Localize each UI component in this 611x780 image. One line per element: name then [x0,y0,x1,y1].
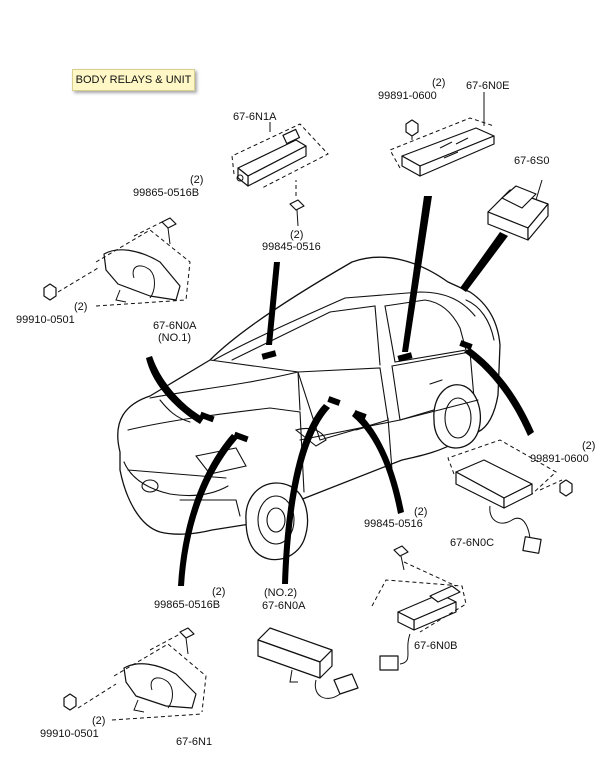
label-99845-0516-upper: 99845-0516 [262,241,321,253]
leader-n0c [464,348,534,436]
label-99910-0501-upper: 99910-0501 [16,314,75,326]
label-99891-0600-upper: 99891-0600 [378,90,437,102]
vehicle-illustration [117,256,501,561]
label-67-6n0a-no1: 67-6N0A [153,320,197,332]
label-67-6n1a: 67-6N1A [233,111,277,123]
label-99865-0516b-lower: 99865-0516B [154,599,220,611]
label-99845-0516-upper-qty: (2) [290,229,303,241]
leader-lines [146,196,534,586]
leader-n1 [178,434,238,586]
label-99910-0501-lower: 99910-0501 [40,728,99,740]
label-99865-0516b-upper: 99865-0516B [133,187,199,199]
part-67-6n0a-no1 [43,217,191,307]
label-99910-0501-lower-qty: (2) [92,715,105,727]
label-no2-note: (NO.2) [264,587,297,599]
label-99910-0501-upper-qty: (2) [74,301,87,313]
label-99845-0516-lower-qty: (2) [414,506,427,518]
section-title-tag: BODY RELAYS & UNIT [72,69,195,91]
label-99891-0600-upper-qty: (2) [432,77,445,89]
leader-n0e [402,196,432,352]
leader-n1a [266,262,280,345]
label-99865-0516b-upper-qty: (2) [190,174,203,186]
label-99891-0600-lower-qty: (2) [582,440,595,452]
part-labels: 67-6N1A (2) 99845-0516 (2) 99891-0600 67… [16,77,595,748]
leader-n0a1 [146,356,204,424]
label-67-6n0e: 67-6N0E [466,80,509,92]
part-67-6s0 [487,179,549,241]
part-67-6n0a-no2 [257,627,359,699]
leader-n0b [352,410,404,514]
label-67-6s0: 67-6S0 [514,155,549,167]
part-67-6n0e [389,117,495,177]
leader-s0 [460,232,508,292]
leader-n0a2 [282,404,330,584]
label-99891-0600-lower: 99891-0600 [530,453,589,465]
label-67-6n0a-no2: 67-6N0A [262,600,306,612]
label-99865-0516b-lower-qty: (2) [212,586,225,598]
label-99845-0516-lower: 99845-0516 [364,518,423,530]
label-67-6n0c: 67-6N0C [450,537,494,549]
part-67-6n0b [371,545,467,671]
label-no1-note: (NO.1) [158,332,191,344]
label-67-6n1: 67-6N1 [176,736,212,748]
part-67-6n1 [63,627,207,721]
label-67-6n0b: 67-6N0B [414,640,457,652]
part-67-6n0c [447,439,573,554]
part-67-6n1a [231,123,329,227]
